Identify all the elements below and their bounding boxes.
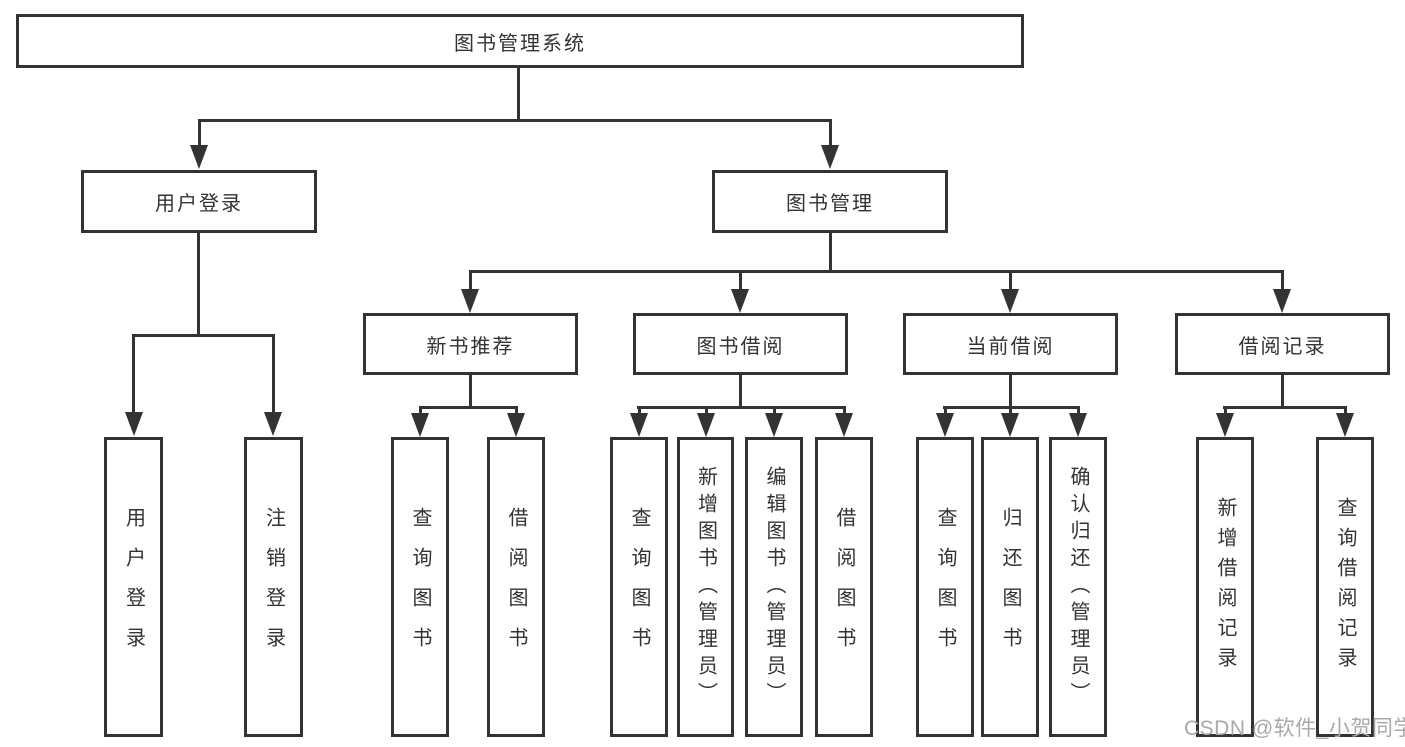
connector-section-down [469, 375, 472, 408]
arrow-down-icon [1336, 413, 1354, 437]
arrow-down-icon [630, 413, 648, 437]
arrow-down-icon [1001, 413, 1019, 437]
leaf-confirm-return-admin: 确认归还（管理员） [1049, 437, 1107, 737]
connector-to-leaf [515, 406, 518, 416]
leaf-label: 借阅图书 [833, 507, 855, 667]
connector-to-book-borrow [739, 270, 742, 292]
node-label: 图书管理 [786, 193, 874, 215]
node-new-book-recommendation: 新书推荐 [363, 313, 578, 375]
connector-section-down [1009, 375, 1012, 408]
leaf-borrow-books: 借阅图书 [815, 437, 873, 737]
connector-to-leaf [132, 334, 135, 414]
connector-section-down [1281, 375, 1284, 408]
arrow-down-icon [936, 413, 954, 437]
node-label: 借阅记录 [1238, 335, 1327, 358]
node-label: 新书推荐 [426, 335, 515, 358]
leaf-label: 借阅图书 [505, 507, 527, 667]
node-label: 图书管理系统 [454, 32, 586, 55]
node-label: 图书借阅 [696, 335, 785, 358]
leaf-logout: 注销登录 [244, 437, 303, 737]
leaf-label: 新增图书（管理员） [694, 465, 717, 709]
arrow-down-icon [697, 413, 715, 437]
leaf-label: 新增借阅记录 [1214, 497, 1236, 677]
connector-section-splitter [1223, 406, 1347, 409]
connector-to-borrow-records [1281, 270, 1284, 292]
connector-section-down [739, 375, 742, 408]
arrow-down-icon [731, 289, 749, 313]
arrow-down-icon [1001, 289, 1019, 313]
connector-to-leaf [272, 334, 275, 414]
connector-to-leaf [843, 406, 846, 416]
arrow-down-icon [125, 412, 143, 436]
leaf-user-login: 用户登录 [104, 437, 163, 737]
connector-to-leaf [705, 406, 708, 416]
leaf-edit-book-admin: 编辑图书（管理员） [745, 437, 803, 737]
leaf-query-borrow-record: 查询借阅记录 [1316, 437, 1374, 737]
connector-to-leaf [1009, 406, 1012, 416]
connector-to-current-borrow [1009, 270, 1012, 292]
leaf-label: 查询图书 [934, 507, 956, 667]
leaf-label: 确认归还（管理员） [1067, 465, 1089, 709]
csdn-watermark: CSDN @软件_小贺同学 [1184, 717, 1405, 740]
leaf-label: 查询图书 [628, 507, 650, 667]
arrow-down-icon [765, 413, 783, 437]
node-library-management-system: 图书管理系统 [16, 14, 1024, 68]
connector-to-new-book [469, 270, 472, 292]
connector-root-down [517, 68, 520, 119]
node-label: 当前借阅 [966, 335, 1055, 358]
connector-to-leaf [1344, 406, 1347, 416]
leaf-query-books-recommend: 查询图书 [391, 437, 449, 737]
connector-to-book-management [829, 119, 832, 147]
leaf-add-borrow-record: 新增借阅记录 [1196, 437, 1254, 737]
connector-section-splitter [419, 406, 518, 409]
arrow-down-icon [264, 412, 282, 436]
arrow-down-icon [1273, 289, 1291, 313]
connector-root-splitter [198, 119, 832, 122]
arrow-down-icon [507, 413, 525, 437]
leaf-return-books: 归还图书 [981, 437, 1039, 737]
leaf-add-book-admin: 新增图书（管理员） [677, 437, 734, 737]
leaf-label: 归还图书 [999, 507, 1021, 667]
node-borrowing-records: 借阅记录 [1175, 313, 1390, 375]
connector-user-login-down [197, 233, 200, 336]
arrow-down-icon [411, 413, 429, 437]
arrow-down-icon [461, 289, 479, 313]
connector-book-management-splitter [469, 270, 1283, 273]
connector-to-leaf [638, 406, 641, 416]
connector-to-leaf [1077, 406, 1080, 416]
node-book-management: 图书管理 [712, 170, 948, 233]
connector-to-user-login [198, 119, 201, 147]
leaf-label: 查询借阅记录 [1334, 497, 1356, 677]
arrow-down-icon [1069, 413, 1087, 437]
leaf-label: 查询图书 [409, 507, 431, 667]
connector-user-login-splitter [133, 334, 274, 337]
leaf-label: 编辑图书（管理员） [763, 465, 785, 709]
leaf-query-books-current: 查询图书 [916, 437, 974, 737]
leaf-query-books-borrowing: 查询图书 [610, 437, 668, 737]
connector-book-management-down [829, 233, 832, 273]
node-current-borrowing: 当前借阅 [903, 313, 1118, 375]
connector-to-leaf [944, 406, 947, 416]
node-book-borrowing: 图书借阅 [633, 313, 848, 375]
connector-to-leaf [773, 406, 776, 416]
connector-to-leaf [1224, 406, 1227, 416]
arrow-down-icon [1216, 413, 1234, 437]
node-user-login: 用户登录 [81, 170, 317, 233]
connector-section-splitter [637, 406, 846, 409]
connector-to-leaf [419, 406, 422, 416]
node-label: 用户登录 [155, 193, 243, 215]
arrow-down-icon [821, 145, 839, 169]
arrow-down-icon [835, 413, 853, 437]
leaf-label: 用户登录 [122, 507, 145, 667]
leaf-borrow-books-recommend: 借阅图书 [487, 437, 545, 737]
leaf-label: 注销登录 [262, 507, 285, 667]
arrow-down-icon [190, 145, 208, 169]
